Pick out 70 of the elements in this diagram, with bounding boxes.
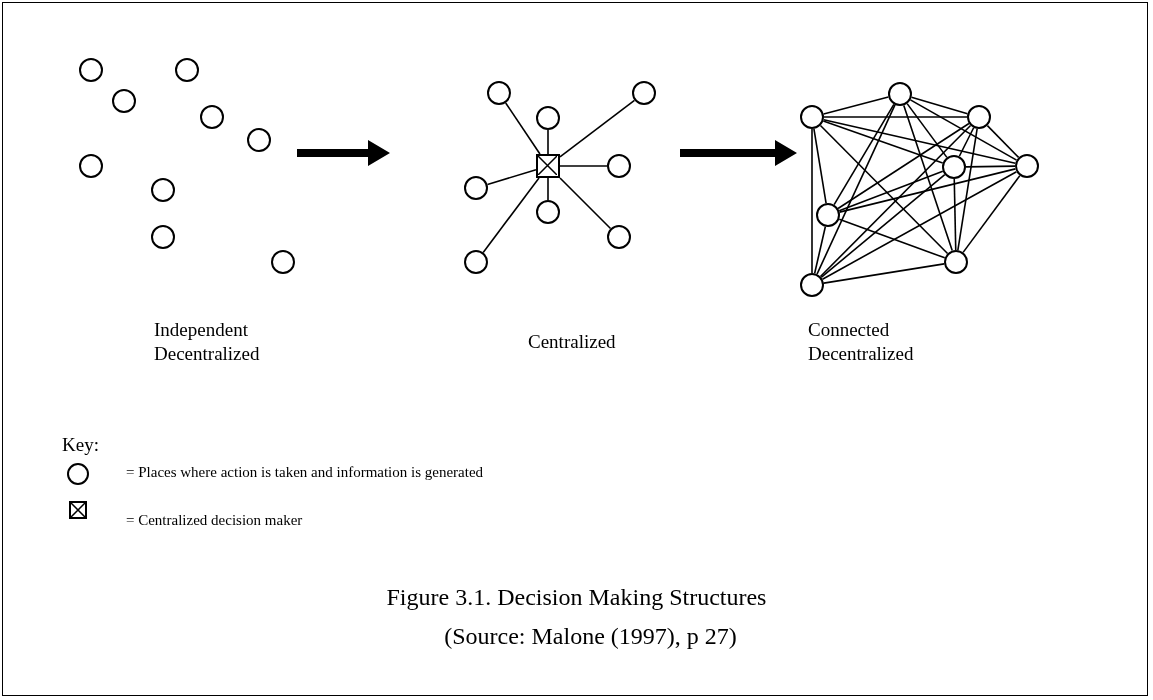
connector-line: [559, 177, 612, 230]
structure-label: Connected Decentralized: [808, 318, 915, 366]
circle-node: [888, 82, 912, 106]
circle-node: [944, 250, 968, 274]
circle-node: [816, 203, 840, 227]
connector-line: [547, 129, 549, 155]
circle-node: [487, 81, 511, 105]
connector-line: [816, 104, 896, 275]
figure-caption: (Source: Malone (1997), p 27): [443, 623, 738, 650]
circle-node: [151, 225, 175, 249]
connector-line: [965, 165, 1016, 168]
circle-node: [79, 58, 103, 82]
connector-line: [953, 178, 957, 251]
circle-node: [79, 154, 103, 178]
circle-node: [967, 105, 991, 129]
connector-line: [819, 124, 949, 255]
circle-node: [271, 250, 295, 274]
connector-line: [559, 99, 636, 158]
connector-line: [962, 174, 1021, 254]
legend-text: = Places where action is taken and information is generated: [126, 464, 484, 481]
circle-node: [464, 250, 488, 274]
connector-line: [823, 116, 968, 118]
circle-node: [536, 106, 560, 130]
connector-line: [838, 168, 1017, 213]
connector-line: [482, 177, 540, 254]
structure-label: Independent Decentralized: [154, 318, 261, 366]
connector-line: [547, 177, 549, 201]
connector-line: [837, 122, 970, 210]
connector-line: [813, 225, 827, 275]
circle-node: [247, 128, 271, 152]
connector-line: [823, 263, 945, 284]
connector-line: [559, 165, 608, 167]
circle-node: [175, 58, 199, 82]
legend-text: = Centralized decision maker: [126, 512, 303, 529]
connector-line: [819, 124, 972, 278]
connector-line: [813, 128, 827, 204]
circle-node: [200, 105, 224, 129]
connector-line: [909, 99, 1018, 161]
connector-line: [838, 170, 944, 212]
structure-label: Centralized: [528, 330, 617, 354]
connector-line: [504, 102, 541, 155]
connector-line: [986, 124, 1020, 159]
circle-node: [607, 154, 631, 178]
connector-line: [822, 118, 1017, 165]
connector-line: [820, 173, 946, 279]
connector-line: [811, 128, 813, 274]
connector-line: [833, 103, 895, 206]
circle-node: [112, 89, 136, 113]
connector-line: [906, 102, 948, 159]
circle-node: [942, 155, 966, 179]
connector-line: [822, 96, 890, 115]
connector-line: [958, 126, 975, 158]
circle-node: [800, 273, 824, 297]
connector-line: [822, 120, 944, 164]
connector-line: [838, 218, 946, 259]
connector-line: [821, 171, 1018, 280]
circle-node: [607, 225, 631, 249]
connector-line: [903, 104, 953, 252]
connector-line: [910, 96, 969, 115]
key-heading: Key:: [62, 433, 100, 457]
connector-line: [957, 128, 978, 251]
circle-node: [1015, 154, 1039, 178]
circle-node: [151, 178, 175, 202]
crossed-box-node: [536, 154, 560, 178]
circle-node: [632, 81, 656, 105]
circle-node: [800, 105, 824, 129]
connector-line: [486, 168, 537, 186]
figure-title: Figure 3.1. Decision Making Structures: [385, 584, 768, 611]
circle-node: [464, 176, 488, 200]
circle-node: [536, 200, 560, 224]
